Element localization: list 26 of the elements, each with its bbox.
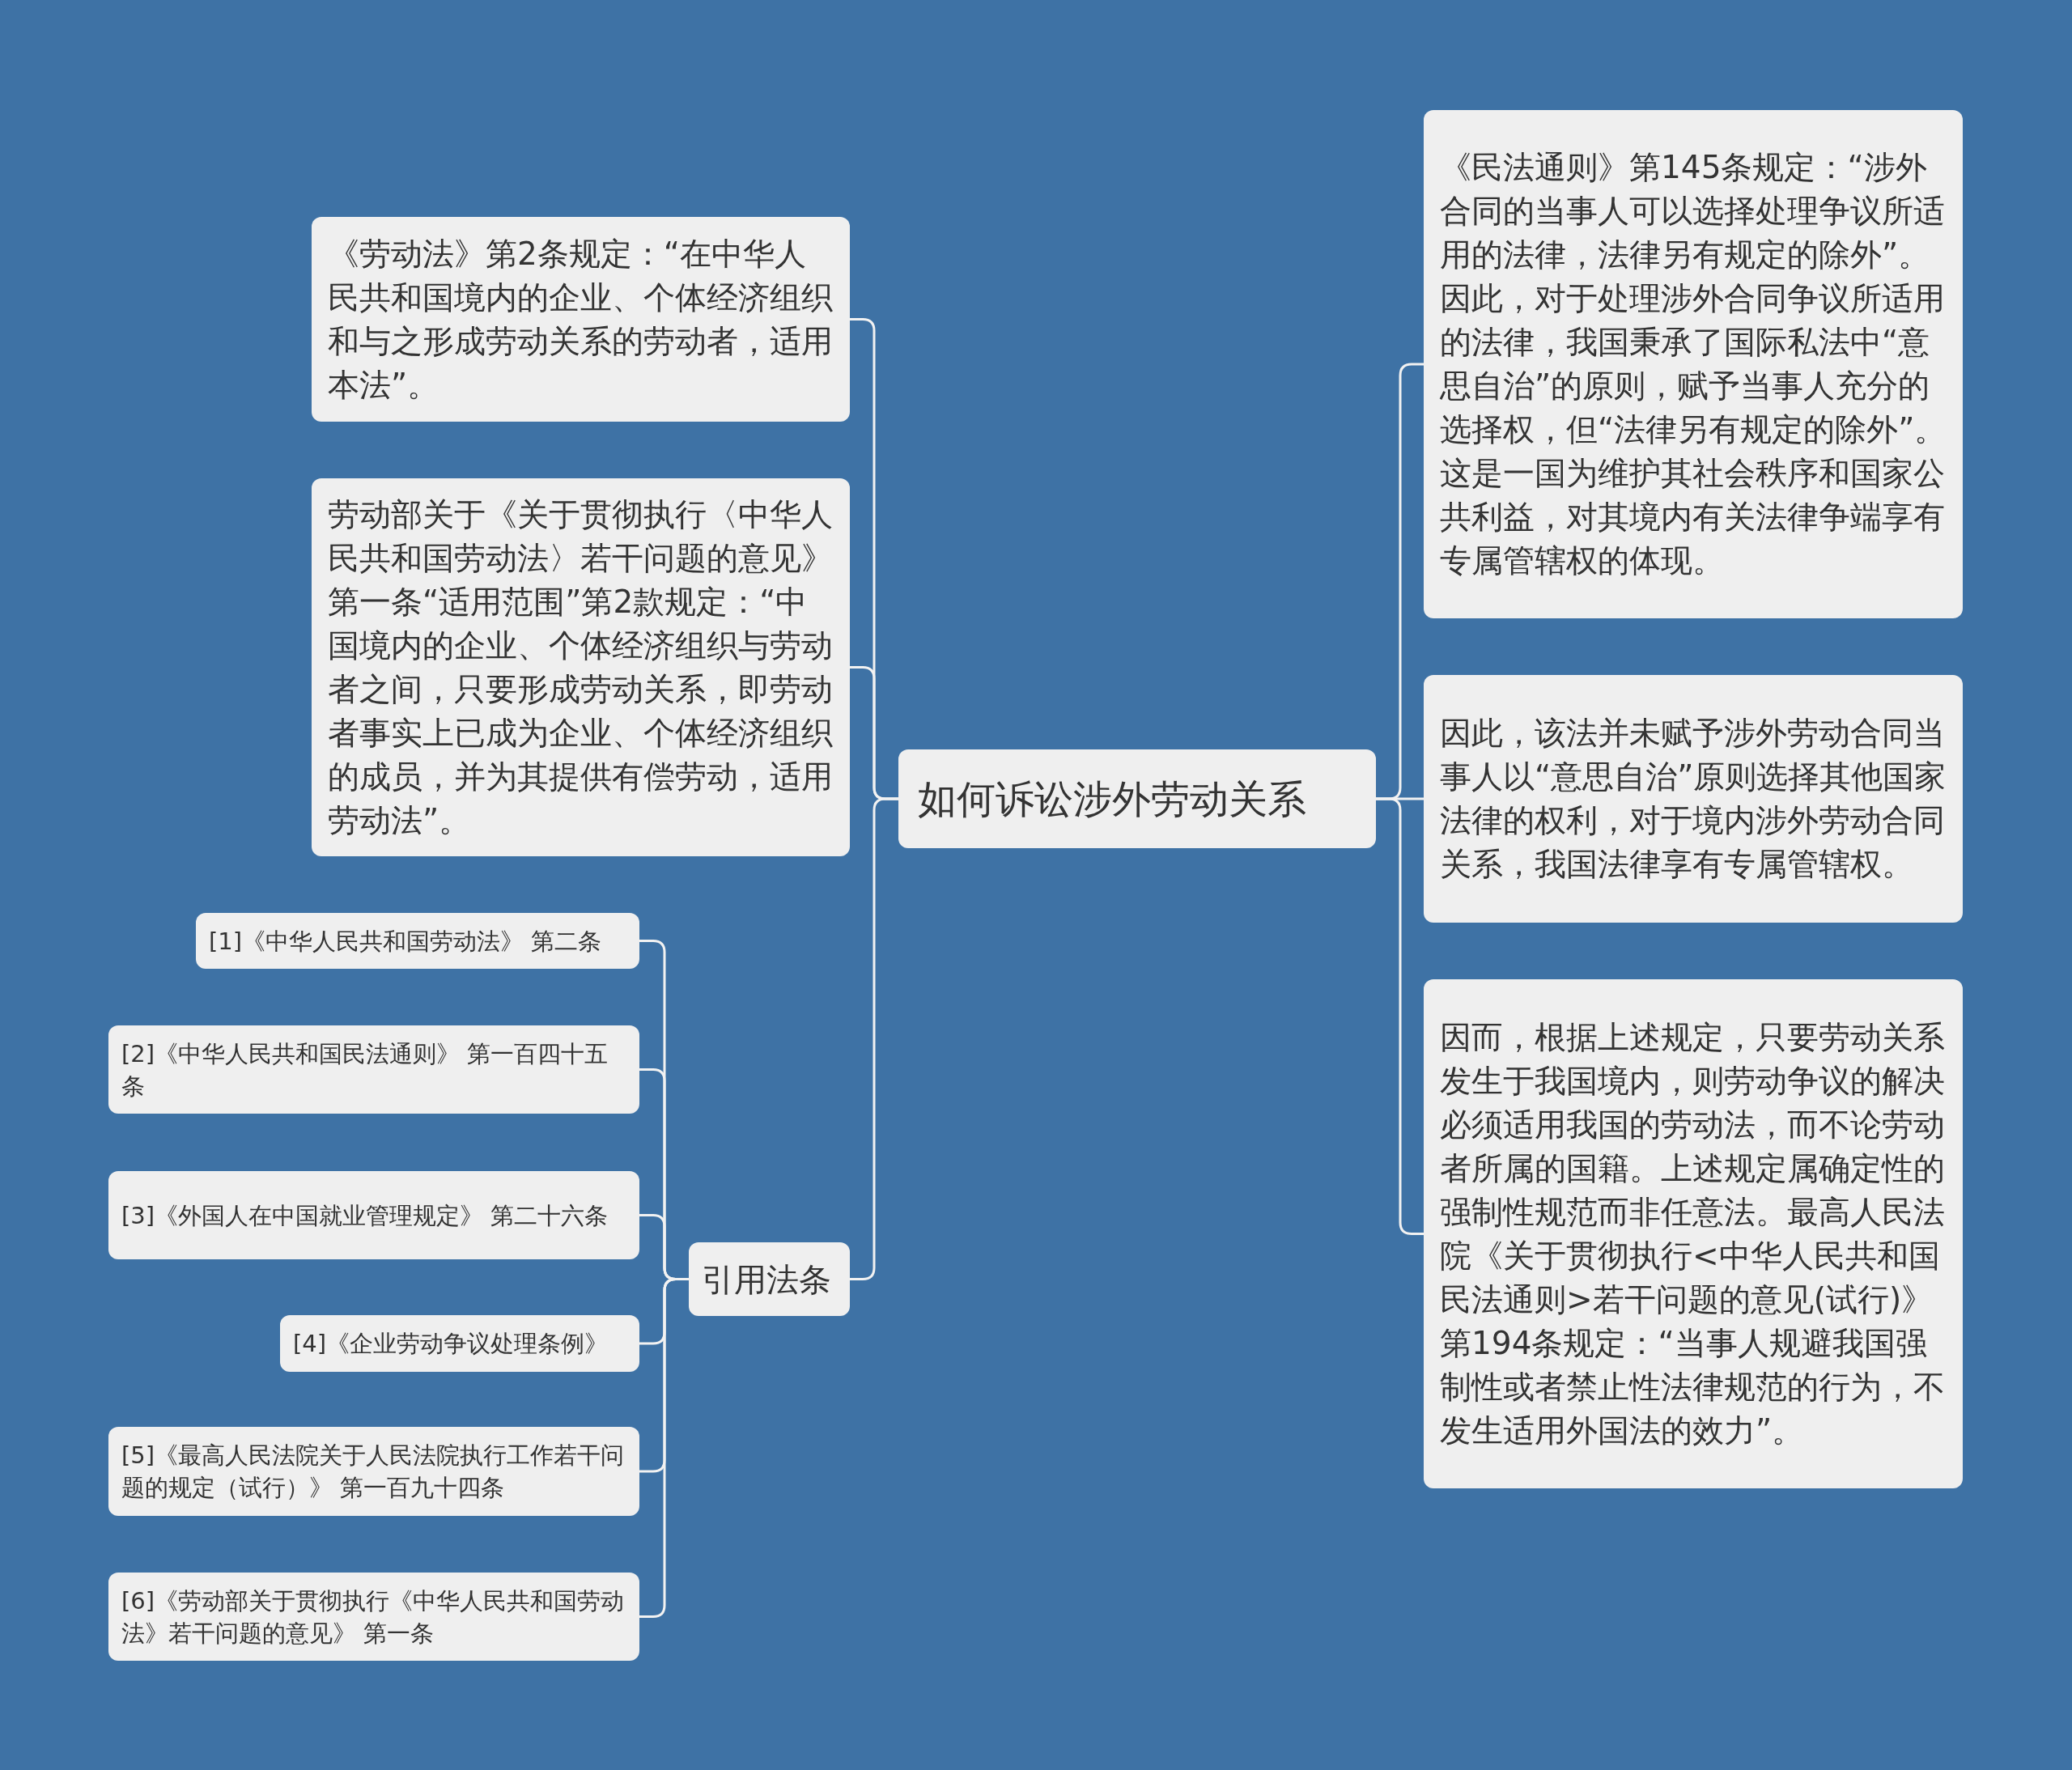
text-card — [1424, 979, 1963, 1488]
node-text: 如何诉讼涉外劳动关系 — [918, 775, 1307, 823]
node-text: 劳动部关于《关于贯彻执行〈中华人民共和国劳动法〉若干问题的意见》第一条“适用范围”第2款规定：“中国境内的企业、个体经济组织与劳动者之间，只要形成劳动关系，即劳动者事实上已成为企业、个体经济组织的成员，并为其提供有偿劳动，适用劳动法”。 — [328, 494, 834, 840]
node-text: [5]《最高人民法院关于人民法院执行工作若干问题的规定（试行）》 第一百九十四条 — [121, 1441, 626, 1503]
reference-card — [108, 1573, 639, 1661]
connector-line — [639, 1278, 689, 1618]
node-text: 因而，根据上述规定，只要劳动关系发生于我国境内，则劳动争议的解决必须适用我国的劳动法，而不论劳动者所属的国籍。上述规定属确定性的强制性规范而非任意法。最高人民法院《关于贯彻执行<中华人民共和国民法通则>若干问题的意见(试行)》第194条规定：“当事人规避我国强制性或者禁止性法律规范的行为，不发生适用外国法的效力”。 — [1440, 1017, 1946, 1450]
reference-card — [108, 1171, 639, 1259]
topic-box — [689, 1242, 850, 1316]
reference-card — [196, 913, 639, 969]
node-text: [2]《中华人民共和国民法通则》 第一百四十五条 — [121, 1038, 609, 1101]
node-text: 引用法条 — [702, 1259, 832, 1300]
reference-card — [108, 1025, 639, 1114]
text-card — [312, 217, 850, 422]
node-text: [3]《外国人在中国就业管理规定》 第二十六条 — [121, 1200, 609, 1231]
central-topic — [898, 749, 1376, 848]
node-text: [6]《劳动部关于贯彻执行《中华人民共和国劳动法》若干问题的意见》 第一条 — [121, 1585, 626, 1649]
node-text: 《民法通则》第145条规定：“涉外合同的当事人可以选择处理争议所适用的法律，法律另有规定的除外”。因此，对于处理涉外合同争议所适用的法律，我国秉承了国际私法中“意思自治”的原则，赋予当事人充分的选择权，但“法律另有规定的除外”。这是一国为维护其社会秩序和国家公共利益，对其境内有关法律争端享有专属管辖权的体现。 — [1440, 148, 1947, 580]
text-card — [1424, 675, 1963, 923]
reference-card — [108, 1427, 639, 1516]
node-text: [1]《中华人民共和国劳动法》 第二条 — [209, 926, 603, 957]
node-text: 《劳动法》第2条规定：“在中华人民共和国境内的企业、个体经济组织和与之形成劳动关系的劳动者，适用本法”。 — [328, 234, 834, 405]
reference-card — [280, 1315, 639, 1372]
node-text: 因此，该法并未赋予涉外劳动合同当事人以“意思自治”原则选择其他国家法律的权利，对于境内涉外劳动合同关系，我国法律享有专属管辖权。 — [1440, 714, 1947, 884]
node-text: [4]《企业劳动争议处理条例》 — [293, 1329, 609, 1359]
text-card — [1424, 110, 1963, 618]
